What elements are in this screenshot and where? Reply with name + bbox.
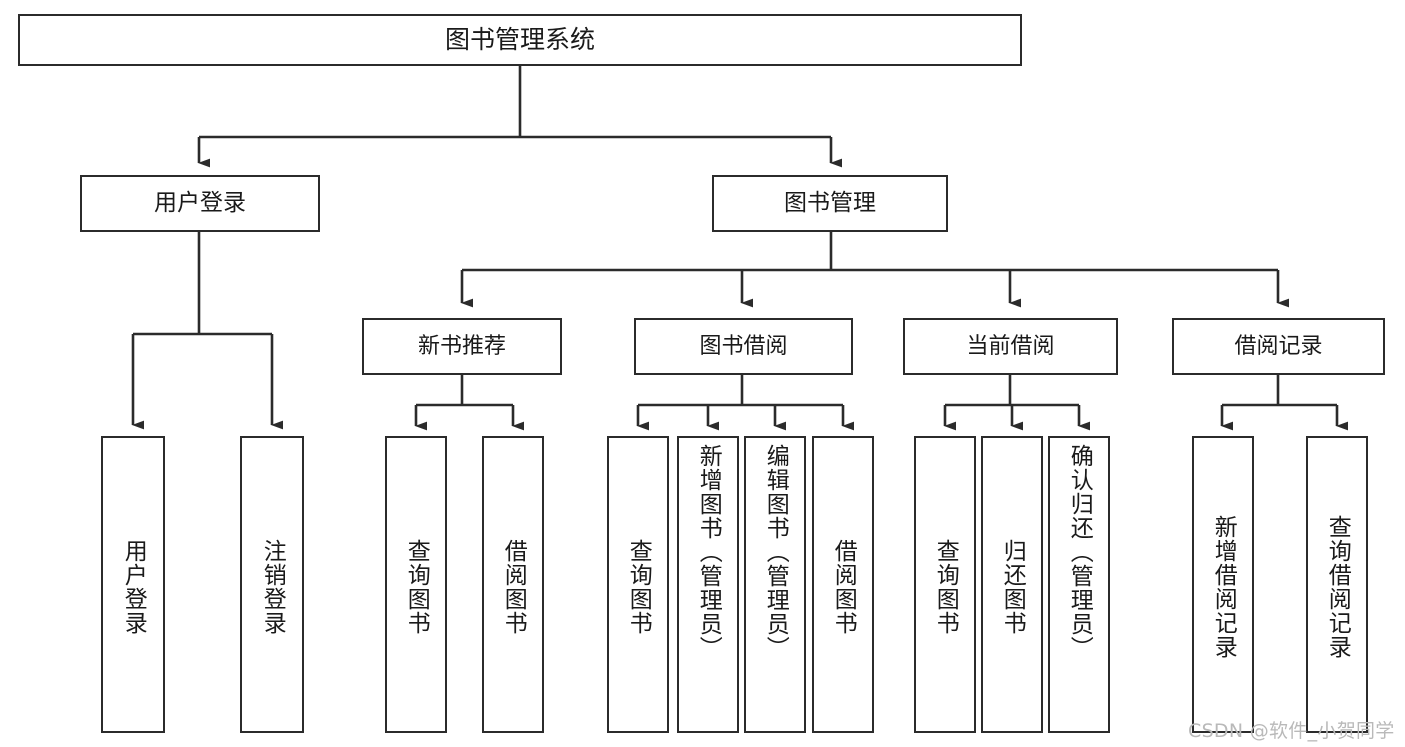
node-leaf-return-book[interactable]: 归还图书 (981, 436, 1043, 733)
leaf-content: 查询图书 (609, 442, 667, 731)
node-leaf-user-login-label: 用户登录 (120, 538, 147, 635)
node-root-label: 图书管理系统 (444, 25, 595, 55)
node-leaf-borrow-book-1[interactable]: 借阅图书 (482, 436, 544, 733)
node-leaf-query-record[interactable]: 查询借阅记录 (1306, 436, 1368, 733)
node-leaf-borrow-book-2-label: 借阅图书 (830, 538, 857, 635)
node-leaf-query-book-3-label: 查询图书 (932, 538, 959, 635)
node-root[interactable]: 图书管理系统 (18, 14, 1022, 66)
node-leaf-query-book-2-label: 查询图书 (625, 538, 652, 635)
node-leaf-add-book-label: 新增图书（管理员） (695, 444, 722, 660)
node-book-borrow-label: 图书借阅 (699, 333, 788, 359)
leaf-content: 新增借阅记录 (1194, 442, 1252, 731)
node-borrow-record-label: 借阅记录 (1234, 333, 1323, 359)
node-leaf-query-book-1[interactable]: 查询图书 (385, 436, 447, 733)
node-leaf-user-logout[interactable]: 注销登录 (240, 436, 304, 733)
leaf-content: 借阅图书 (814, 442, 872, 731)
leaf-content: 注销登录 (242, 442, 302, 731)
node-current-borrow-label: 当前借阅 (966, 333, 1055, 359)
node-leaf-user-logout-label: 注销登录 (259, 538, 286, 635)
node-new-book-recommend-label: 新书推荐 (417, 333, 506, 359)
node-book-manage-label: 图书管理 (784, 189, 876, 216)
node-leaf-query-book-2[interactable]: 查询图书 (607, 436, 669, 733)
node-leaf-query-book-1-label: 查询图书 (403, 538, 430, 635)
leaf-content: 归还图书 (983, 442, 1041, 731)
leaf-content: 新增图书（管理员） (679, 442, 737, 733)
node-leaf-query-record-label: 查询借阅记录 (1324, 514, 1351, 659)
node-book-manage[interactable]: 图书管理 (712, 175, 948, 232)
leaf-content: 确认归还（管理员） (1050, 442, 1108, 733)
leaf-content: 编辑图书（管理员） (746, 442, 804, 733)
leaf-content: 借阅图书 (484, 442, 542, 731)
node-leaf-confirm-return[interactable]: 确认归还（管理员） (1048, 436, 1110, 733)
node-leaf-confirm-return-label: 确认归还（管理员） (1066, 444, 1093, 660)
node-leaf-edit-book[interactable]: 编辑图书（管理员） (744, 436, 806, 733)
leaf-content: 查询图书 (387, 442, 445, 731)
node-leaf-borrow-book-2[interactable]: 借阅图书 (812, 436, 874, 733)
node-leaf-return-book-label: 归还图书 (999, 538, 1026, 635)
node-borrow-record[interactable]: 借阅记录 (1172, 318, 1385, 375)
node-leaf-add-book[interactable]: 新增图书（管理员） (677, 436, 739, 733)
node-user-login[interactable]: 用户登录 (80, 175, 320, 232)
watermark: CSDN @软件_小贺同学 (1188, 720, 1395, 742)
node-current-borrow[interactable]: 当前借阅 (903, 318, 1118, 375)
leaf-content: 查询图书 (916, 442, 974, 731)
node-leaf-user-login[interactable]: 用户登录 (101, 436, 165, 733)
leaf-content: 用户登录 (103, 442, 163, 731)
node-new-book-recommend[interactable]: 新书推荐 (362, 318, 562, 375)
node-leaf-add-record-label: 新增借阅记录 (1210, 514, 1237, 659)
node-leaf-edit-book-label: 编辑图书（管理员） (762, 444, 789, 660)
node-leaf-query-book-3[interactable]: 查询图书 (914, 436, 976, 733)
node-leaf-add-record[interactable]: 新增借阅记录 (1192, 436, 1254, 733)
node-leaf-borrow-book-1-label: 借阅图书 (500, 538, 527, 635)
node-book-borrow[interactable]: 图书借阅 (634, 318, 853, 375)
node-user-login-label: 用户登录 (154, 189, 246, 216)
leaf-content: 查询借阅记录 (1308, 442, 1366, 731)
